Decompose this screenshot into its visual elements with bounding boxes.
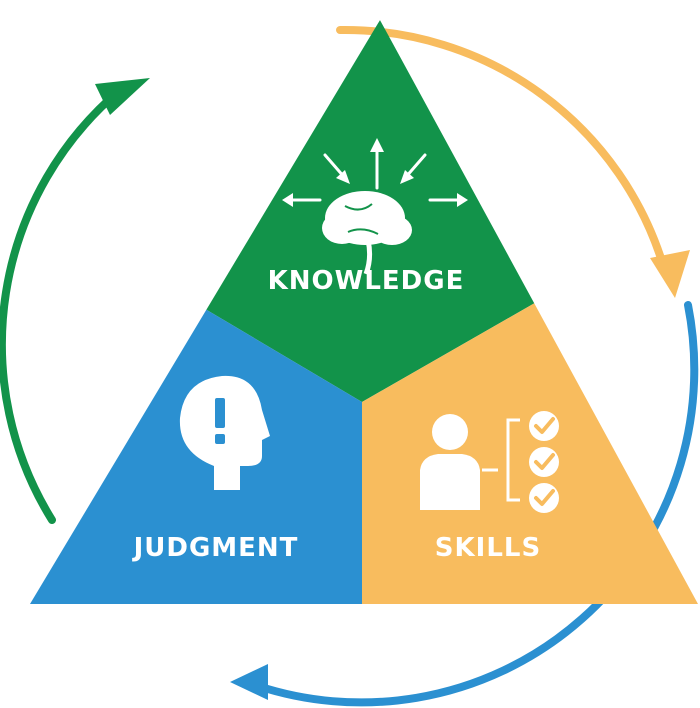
brain-icon [282, 138, 468, 275]
blue-arc [254, 301, 699, 707]
head-alert-icon [179, 375, 270, 490]
green-arrowhead-icon [95, 78, 150, 115]
orange-arc [336, 25, 668, 272]
green-arc [0, 86, 124, 524]
judgment-label: JUDGMENT [132, 533, 299, 563]
person-checklist-icon [420, 411, 559, 513]
cycle-arrows [0, 25, 699, 707]
skills-label: SKILLS [435, 533, 541, 563]
orange-arrowhead-icon [650, 250, 690, 298]
blue-arrowhead-icon [230, 664, 268, 700]
knowledge-label: KNOWLEDGE [268, 266, 465, 296]
